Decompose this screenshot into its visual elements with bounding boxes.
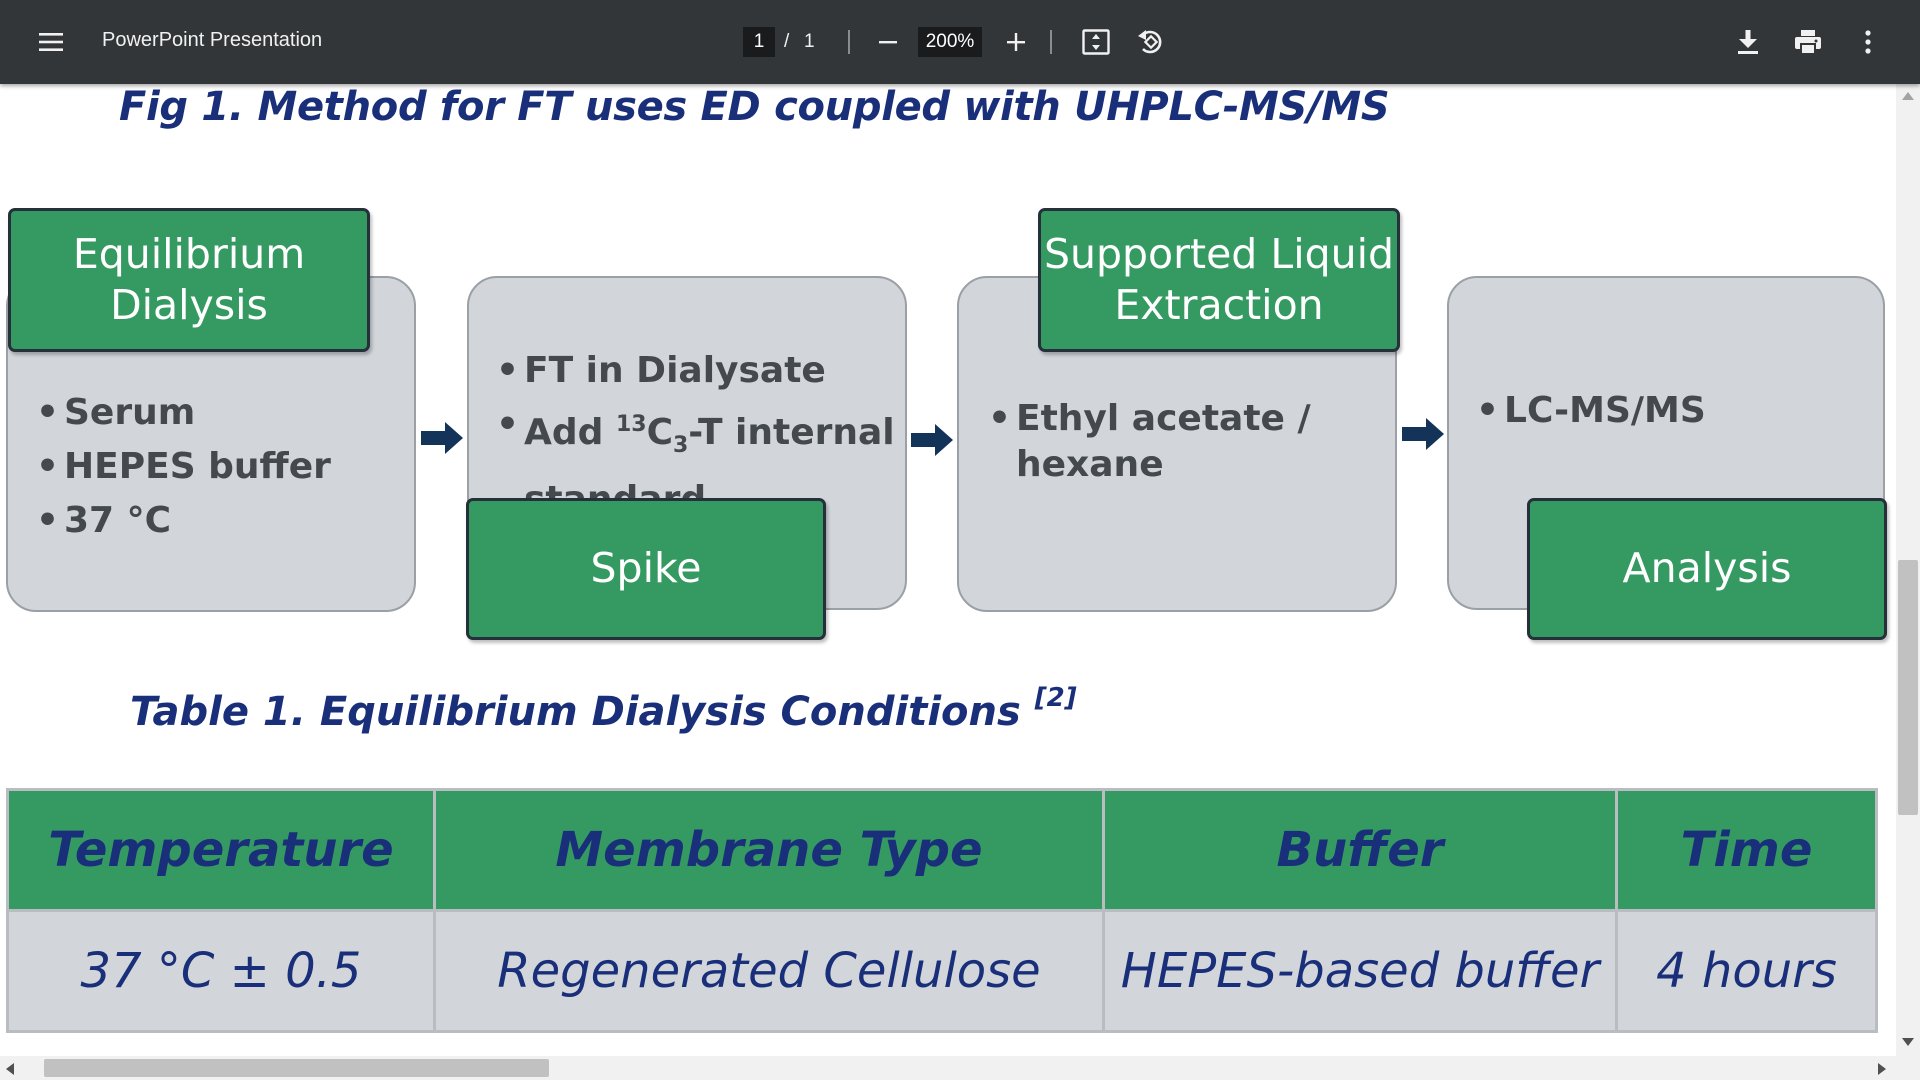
bullet-item: Serum [36,386,331,440]
bullet-item: Ethyl acetate / [988,396,1311,442]
bullet-continuation: hexane [1016,444,1164,485]
menu-icon [39,33,63,51]
table-cell: 37 °C ± 0.5 [6,909,436,1033]
zoom-in-button[interactable] [996,22,1036,62]
more-options-button[interactable] [1850,22,1886,62]
bullet-item: HEPES buffer [36,440,331,494]
flow-arrow-icon [911,424,953,456]
fit-to-page-button[interactable] [1076,22,1116,62]
step-label-analysis: Analysis [1527,498,1887,640]
print-button[interactable] [1788,22,1828,62]
table-header-cell: Buffer [1102,788,1618,912]
table-cell: 4 hours [1615,909,1878,1033]
table-header-cell: Temperature [6,788,436,912]
step-bullets: Ethyl acetate / hexane [988,396,1311,488]
scroll-up-icon[interactable] [1900,90,1916,102]
table-cell: HEPES-based buffer [1102,909,1618,1033]
more-options-icon [1865,30,1871,54]
document-viewport: Fig 1. Method for FT uses ED coupled wit… [0,84,1896,1056]
step-bullets: FT in Dialysate Add 13C3-T internal stan… [496,344,895,527]
flow-arrow-icon [421,422,463,454]
fit-page-icon [1082,29,1110,55]
table-title: Table 1. Equilibrium Dialysis Conditions… [130,683,1077,735]
zoom-level-input[interactable]: 200% [918,27,982,57]
scroll-down-icon[interactable] [1900,1036,1916,1048]
bullet-text: Add [524,412,616,453]
zoom-out-icon [879,41,897,44]
conditions-table: Temperature Membrane Type Buffer Time 37… [6,788,1878,1033]
step-label-line: Equilibrium [72,229,306,278]
step-label-line: Supported Liquid [1043,229,1395,278]
step-label-spike: Spike [466,498,826,640]
toolbar-divider [848,30,850,54]
isotope-superscript: 13 [615,412,647,437]
step-label-line: Dialysis [110,281,268,329]
page-separator: / [784,31,790,52]
step-bullets: LC-MS/MS [1476,384,1706,438]
download-icon [1738,30,1758,54]
zoom-in-icon [1007,33,1025,51]
figure-title: Fig 1. Method for FT uses ED coupled wit… [119,84,1390,130]
vertical-scroll-thumb[interactable] [1898,560,1918,815]
table-cell: Regenerated Cellulose [433,909,1105,1033]
bullet-item: FT in Dialysate [496,344,895,398]
step-label-line: Extraction [1114,281,1324,329]
bullet-text: C [646,412,673,453]
table-citation: [2] [1034,683,1077,713]
bullet-text: -T internal [688,412,895,453]
horizontal-scroll-thumb[interactable] [44,1059,549,1077]
document-title: PowerPoint Presentation [102,29,323,51]
step-label-supported-liquid-extraction: Supported Liquid Extraction [1038,208,1400,352]
menu-button[interactable] [28,22,74,62]
scroll-right-icon[interactable] [1876,1062,1888,1076]
print-icon [1795,30,1821,55]
flow-arrow-icon [1402,418,1444,450]
scroll-left-icon[interactable] [4,1062,16,1076]
carbon-subscript: 3 [672,433,689,459]
table-header-cell: Time [1615,788,1878,912]
bullet-item: LC-MS/MS [1476,384,1706,438]
download-button[interactable] [1728,22,1768,62]
step-label-equilibrium-dialysis: Equilibrium Dialysis [8,208,370,352]
rotate-button[interactable] [1130,22,1170,62]
page-total: 1 [804,31,815,52]
page-number-input[interactable]: 1 [743,27,775,57]
table-header-row: Temperature Membrane Type Buffer Time [6,788,1878,912]
table-header-cell: Membrane Type [433,788,1105,912]
pdf-toolbar: PowerPoint Presentation 1 / 1 200% [0,0,1920,84]
table-title-text: Table 1. Equilibrium Dialysis Conditions [130,689,1035,735]
rotate-icon [1138,30,1162,54]
toolbar-divider [1050,30,1052,54]
step-bullets: Serum HEPES buffer 37 °C [36,386,331,548]
bullet-item: 37 °C [36,494,331,548]
bullet-item: Add 13C3-T internal [496,398,895,473]
zoom-out-button[interactable] [868,22,908,62]
table-row: 37 °C ± 0.5 Regenerated Cellulose HEPES-… [6,909,1878,1033]
